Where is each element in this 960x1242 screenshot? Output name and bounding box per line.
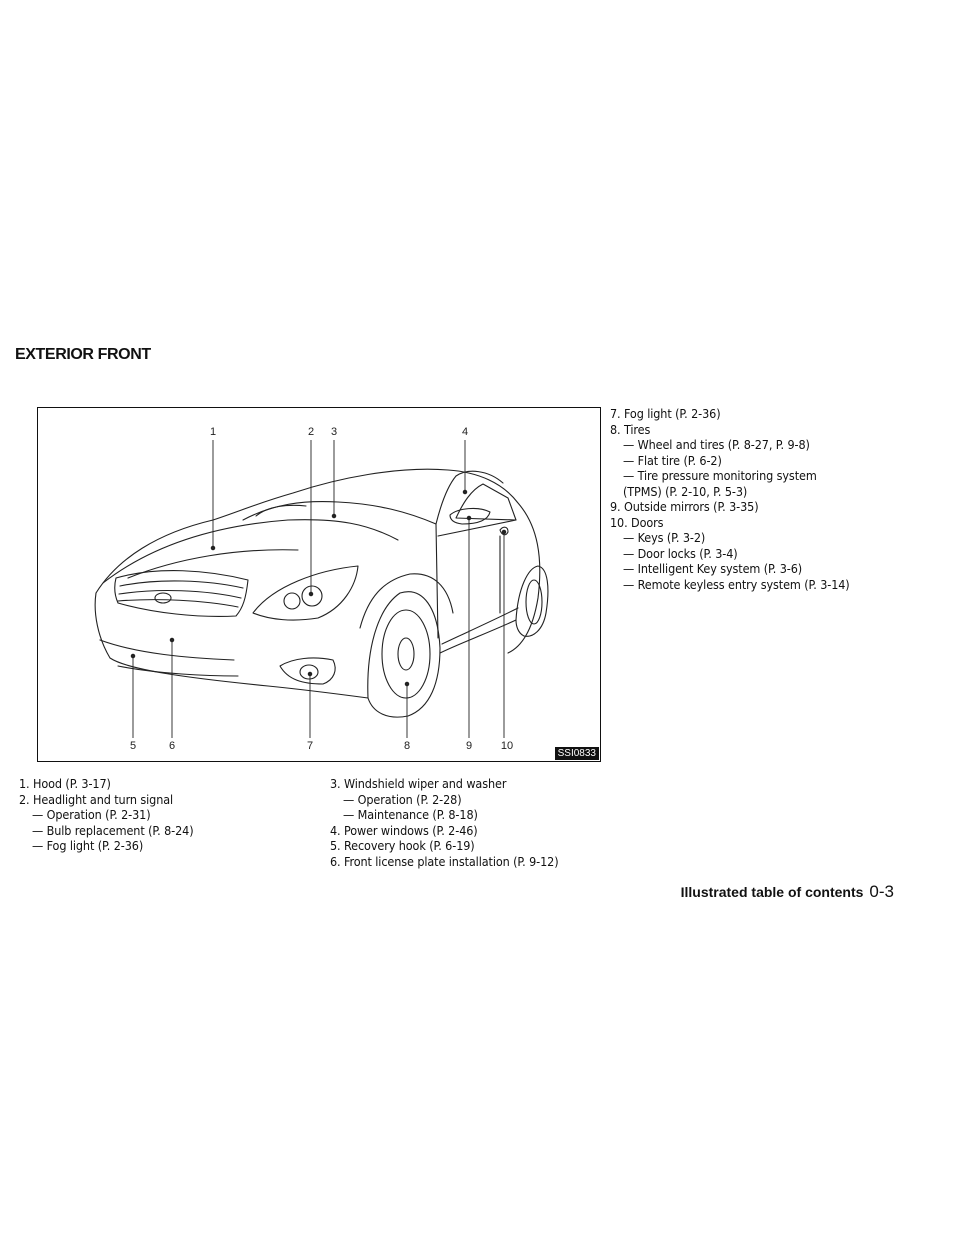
legend-subitem: — Operation (P. 2-28) xyxy=(343,791,462,807)
legend-column-1: 1. Hood (P. 3-17)2. Headlight and turn s… xyxy=(19,776,194,854)
legend-column-3: 7. Fog light (P. 2-36)8. Tires— Wheel an… xyxy=(610,406,850,592)
callout-7: 7 xyxy=(306,740,314,752)
callout-4: 4 xyxy=(461,426,469,438)
legend-subitem: — Intelligent Key system (P. 3-6) xyxy=(623,561,803,576)
callout-8: 8 xyxy=(403,740,411,752)
legend-subitem: — Maintenance (P. 8-18) xyxy=(343,807,478,822)
legend-continuation: (TPMS) (P. 2-10, P. 5-3) xyxy=(623,483,748,499)
exterior-front-figure: 1 2 3 4 5 6 7 8 9 10 SSI0833 xyxy=(37,407,601,762)
legend-item: 3. Windshield wiper and washer xyxy=(330,776,507,791)
legend-subitem: — Remote keyless entry system (P. 3-14) xyxy=(623,576,850,592)
legend-subitem: — Flat tire (P. 6-2) xyxy=(623,452,722,468)
callout-2: 2 xyxy=(307,426,315,438)
figure-code: SSI0833 xyxy=(554,747,599,760)
car-illustration xyxy=(94,440,549,738)
callout-3: 3 xyxy=(330,426,338,438)
legend-subitem: — Tire pressure monitoring system xyxy=(623,468,817,483)
legend-subitem: — Keys (P. 3-2) xyxy=(623,530,706,545)
legend-item: 1. Hood (P. 3-17) xyxy=(19,776,111,791)
legend-item: 6. Front license plate installation (P. … xyxy=(330,853,559,869)
callout-6: 6 xyxy=(168,740,176,752)
legend-item: 2. Headlight and turn signal xyxy=(19,791,174,807)
legend-column-2: 3. Windshield wiper and washer— Operatio… xyxy=(330,776,559,869)
legend-subitem: — Wheel and tires (P. 8-27, P. 9-8) xyxy=(623,437,810,452)
page-number: 0-3 xyxy=(869,882,894,901)
legend-item: 5. Recovery hook (P. 6-19) xyxy=(330,838,475,853)
section-title: EXTERIOR FRONT xyxy=(15,346,151,363)
callout-5: 5 xyxy=(129,740,137,752)
legend-item: 4. Power windows (P. 2-46) xyxy=(330,822,478,838)
callout-9: 9 xyxy=(465,740,473,752)
legend-subitem: — Bulb replacement (P. 8-24) xyxy=(32,822,194,838)
footer-label: Illustrated table of contents xyxy=(680,884,864,900)
callout-10: 10 xyxy=(500,740,514,752)
callout-1: 1 xyxy=(209,426,217,438)
legend-subitem: — Operation (P. 2-31) xyxy=(32,807,151,822)
legend-item: 9. Outside mirrors (P. 3-35) xyxy=(610,499,759,514)
page-footer: Illustrated table of contents 0-3 xyxy=(681,882,894,902)
legend-item: 8. Tires xyxy=(610,421,651,437)
legend-subitem: — Door locks (P. 3-4) xyxy=(623,545,738,561)
legend-item: 10. Doors xyxy=(610,514,664,530)
legend-item: 7. Fog light (P. 2-36) xyxy=(610,406,721,421)
legend-subitem: — Fog light (P. 2-36) xyxy=(32,838,144,853)
